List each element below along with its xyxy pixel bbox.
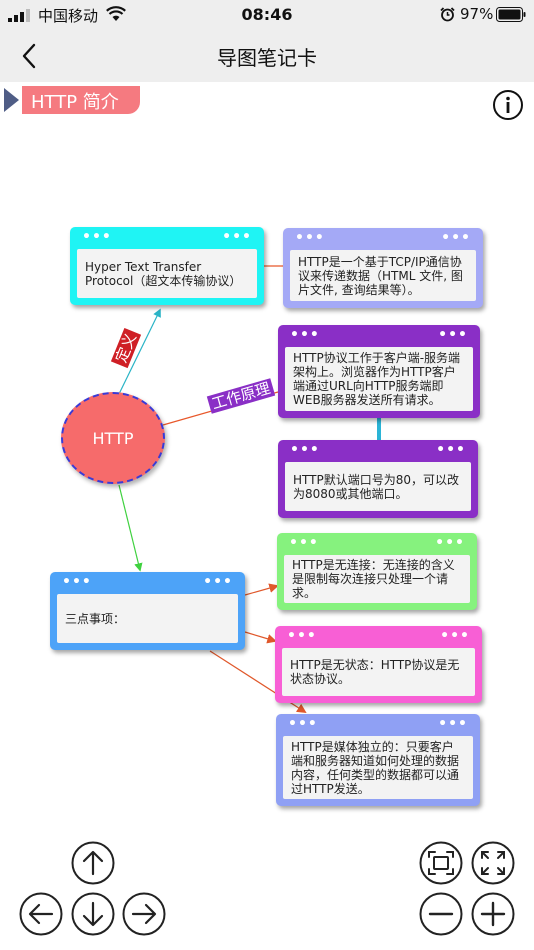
- card-text: HTTP是一个基于TCP/IP通信协议来传递数据（HTML 文件, 图片文件, …: [298, 254, 463, 297]
- card-body: Hyper Text Transfer Protocol（超文本传输协议）: [77, 249, 257, 298]
- chevron-left-icon: [22, 43, 36, 69]
- card-body: HTTP协议工作于客户端-服务端架构上。浏览器作为HTTP客户端通过URL向HT…: [285, 347, 473, 411]
- link-definition: [118, 308, 161, 395]
- card-definition-detail[interactable]: ••• ••• HTTP是一个基于TCP/IP通信协议来传递数据（HTML 文件…: [283, 228, 483, 308]
- page-title: 导图笔记卡: [217, 46, 317, 70]
- card-menu-dots-right[interactable]: •••: [222, 229, 252, 245]
- card-menu-dots-left: •••: [290, 442, 320, 458]
- card-menu-dots-right[interactable]: •••: [441, 230, 471, 246]
- card-menu-dots-right[interactable]: •••: [440, 628, 470, 644]
- info-circle-icon: [493, 90, 523, 120]
- card-port[interactable]: ••• ••• HTTP默认端口号为80，可以改为8080或其他端口。: [278, 440, 478, 518]
- fit-screen-icon: [419, 841, 463, 885]
- fit-screen-button[interactable]: [419, 841, 463, 885]
- wifi-icon: [106, 6, 126, 21]
- fullscreen-icon: [471, 841, 515, 885]
- card-text: HTTP是无连接：无连接的含义是限制每次连接只处理一个请求。: [292, 558, 455, 600]
- card-stateless[interactable]: ••• ••• HTTP是无状态：HTTP协议是无状态协议。: [275, 626, 482, 703]
- card-menu-dots-right[interactable]: •••: [435, 535, 465, 551]
- zoom-out-button[interactable]: [419, 892, 463, 936]
- arrow-up-icon: [71, 841, 115, 885]
- battery-percent: 97%: [460, 5, 494, 23]
- card-menu-dots-left: •••: [290, 327, 320, 343]
- card-body: 三点事项：: [57, 594, 238, 643]
- fullscreen-button[interactable]: [471, 841, 515, 885]
- card-definition[interactable]: ••• ••• Hyper Text Transfer Protocol（超文本…: [70, 227, 264, 305]
- card-text: Hyper Text Transfer Protocol（超文本传输协议）: [85, 259, 242, 288]
- card-menu-dots-right[interactable]: •••: [438, 327, 468, 343]
- arrow-left-icon: [19, 892, 63, 936]
- card-text: 三点事项：: [65, 611, 126, 626]
- card-principle[interactable]: ••• ••• HTTP协议工作于客户端-服务端架构上。浏览器作为HTTP客户端…: [278, 325, 480, 418]
- pan-down-button[interactable]: [71, 892, 115, 936]
- card-connectionless[interactable]: ••• ••• HTTP是无连接：无连接的含义是限制每次连接只处理一个请求。: [277, 533, 477, 610]
- card-notes[interactable]: ••• ••• 三点事项：: [50, 572, 245, 650]
- link-stateless: [244, 631, 277, 644]
- link-connectionless: [244, 583, 279, 596]
- card-body: HTTP是无状态：HTTP协议是无状态协议。: [282, 648, 475, 696]
- arrow-right-icon: [122, 892, 166, 936]
- center-node-label: HTTP: [92, 428, 134, 448]
- pan-right-button[interactable]: [122, 892, 166, 936]
- carrier-label: 中国移动: [38, 7, 99, 25]
- card-body: HTTP是媒体独立的：只要客户端和服务器知道如何处理的数据内容，任何类型的数据都…: [283, 736, 473, 799]
- card-menu-dots-left: •••: [289, 535, 319, 551]
- card-menu-dots-left: •••: [288, 716, 318, 732]
- zoom-in-button[interactable]: [471, 892, 515, 936]
- card-text: HTTP是无状态：HTTP协议是无状态协议。: [290, 658, 460, 686]
- card-menu-dots-left: •••: [295, 230, 325, 246]
- zoom-out-icon: [419, 892, 463, 936]
- card-text: HTTP默认端口号为80，可以改为8080或其他端口。: [293, 472, 459, 501]
- card-menu-dots-left: •••: [287, 628, 317, 644]
- pan-up-button[interactable]: [71, 841, 115, 885]
- card-menu-dots-right[interactable]: •••: [438, 716, 468, 732]
- zoom-in-icon: [471, 892, 515, 936]
- card-body: HTTP是无连接：无连接的含义是限制每次连接只处理一个请求。: [284, 555, 470, 603]
- section-marker-icon: [4, 88, 19, 112]
- signal-icon: [8, 9, 30, 22]
- section-title: HTTP 简介: [31, 92, 119, 113]
- battery-icon: [496, 7, 526, 22]
- card-body: HTTP默认端口号为80，可以改为8080或其他端口。: [285, 462, 471, 511]
- pan-left-button[interactable]: [19, 892, 63, 936]
- card-body: HTTP是一个基于TCP/IP通信协议来传递数据（HTML 文件, 图片文件, …: [290, 250, 476, 301]
- arrow-down-icon: [71, 892, 115, 936]
- card-menu-dots-left: •••: [62, 574, 92, 590]
- back-button[interactable]: [12, 38, 48, 74]
- card-media-independent[interactable]: ••• ••• HTTP是媒体独立的：只要客户端和服务器知道如何处理的数据内容，…: [276, 714, 480, 806]
- section-title-tag: HTTP 简介: [22, 86, 140, 114]
- status-time: 08:46: [241, 5, 293, 24]
- nav-bar: 导图笔记卡: [0, 30, 534, 82]
- card-text: HTTP是媒体独立的：只要客户端和服务器知道如何处理的数据内容，任何类型的数据都…: [291, 739, 460, 796]
- status-bar: 中国移动 08:46 97%: [0, 0, 534, 30]
- alarm-icon: [440, 7, 455, 22]
- card-menu-dots-left: •••: [82, 229, 112, 245]
- card-menu-dots-right[interactable]: •••: [436, 442, 466, 458]
- card-text: HTTP协议工作于客户端-服务端架构上。浏览器作为HTTP客户端通过URL向HT…: [293, 351, 461, 407]
- card-menu-dots-right[interactable]: •••: [203, 574, 233, 590]
- link-notes: [118, 484, 143, 572]
- info-button[interactable]: [492, 89, 524, 121]
- center-node-http[interactable]: HTTP: [61, 392, 165, 484]
